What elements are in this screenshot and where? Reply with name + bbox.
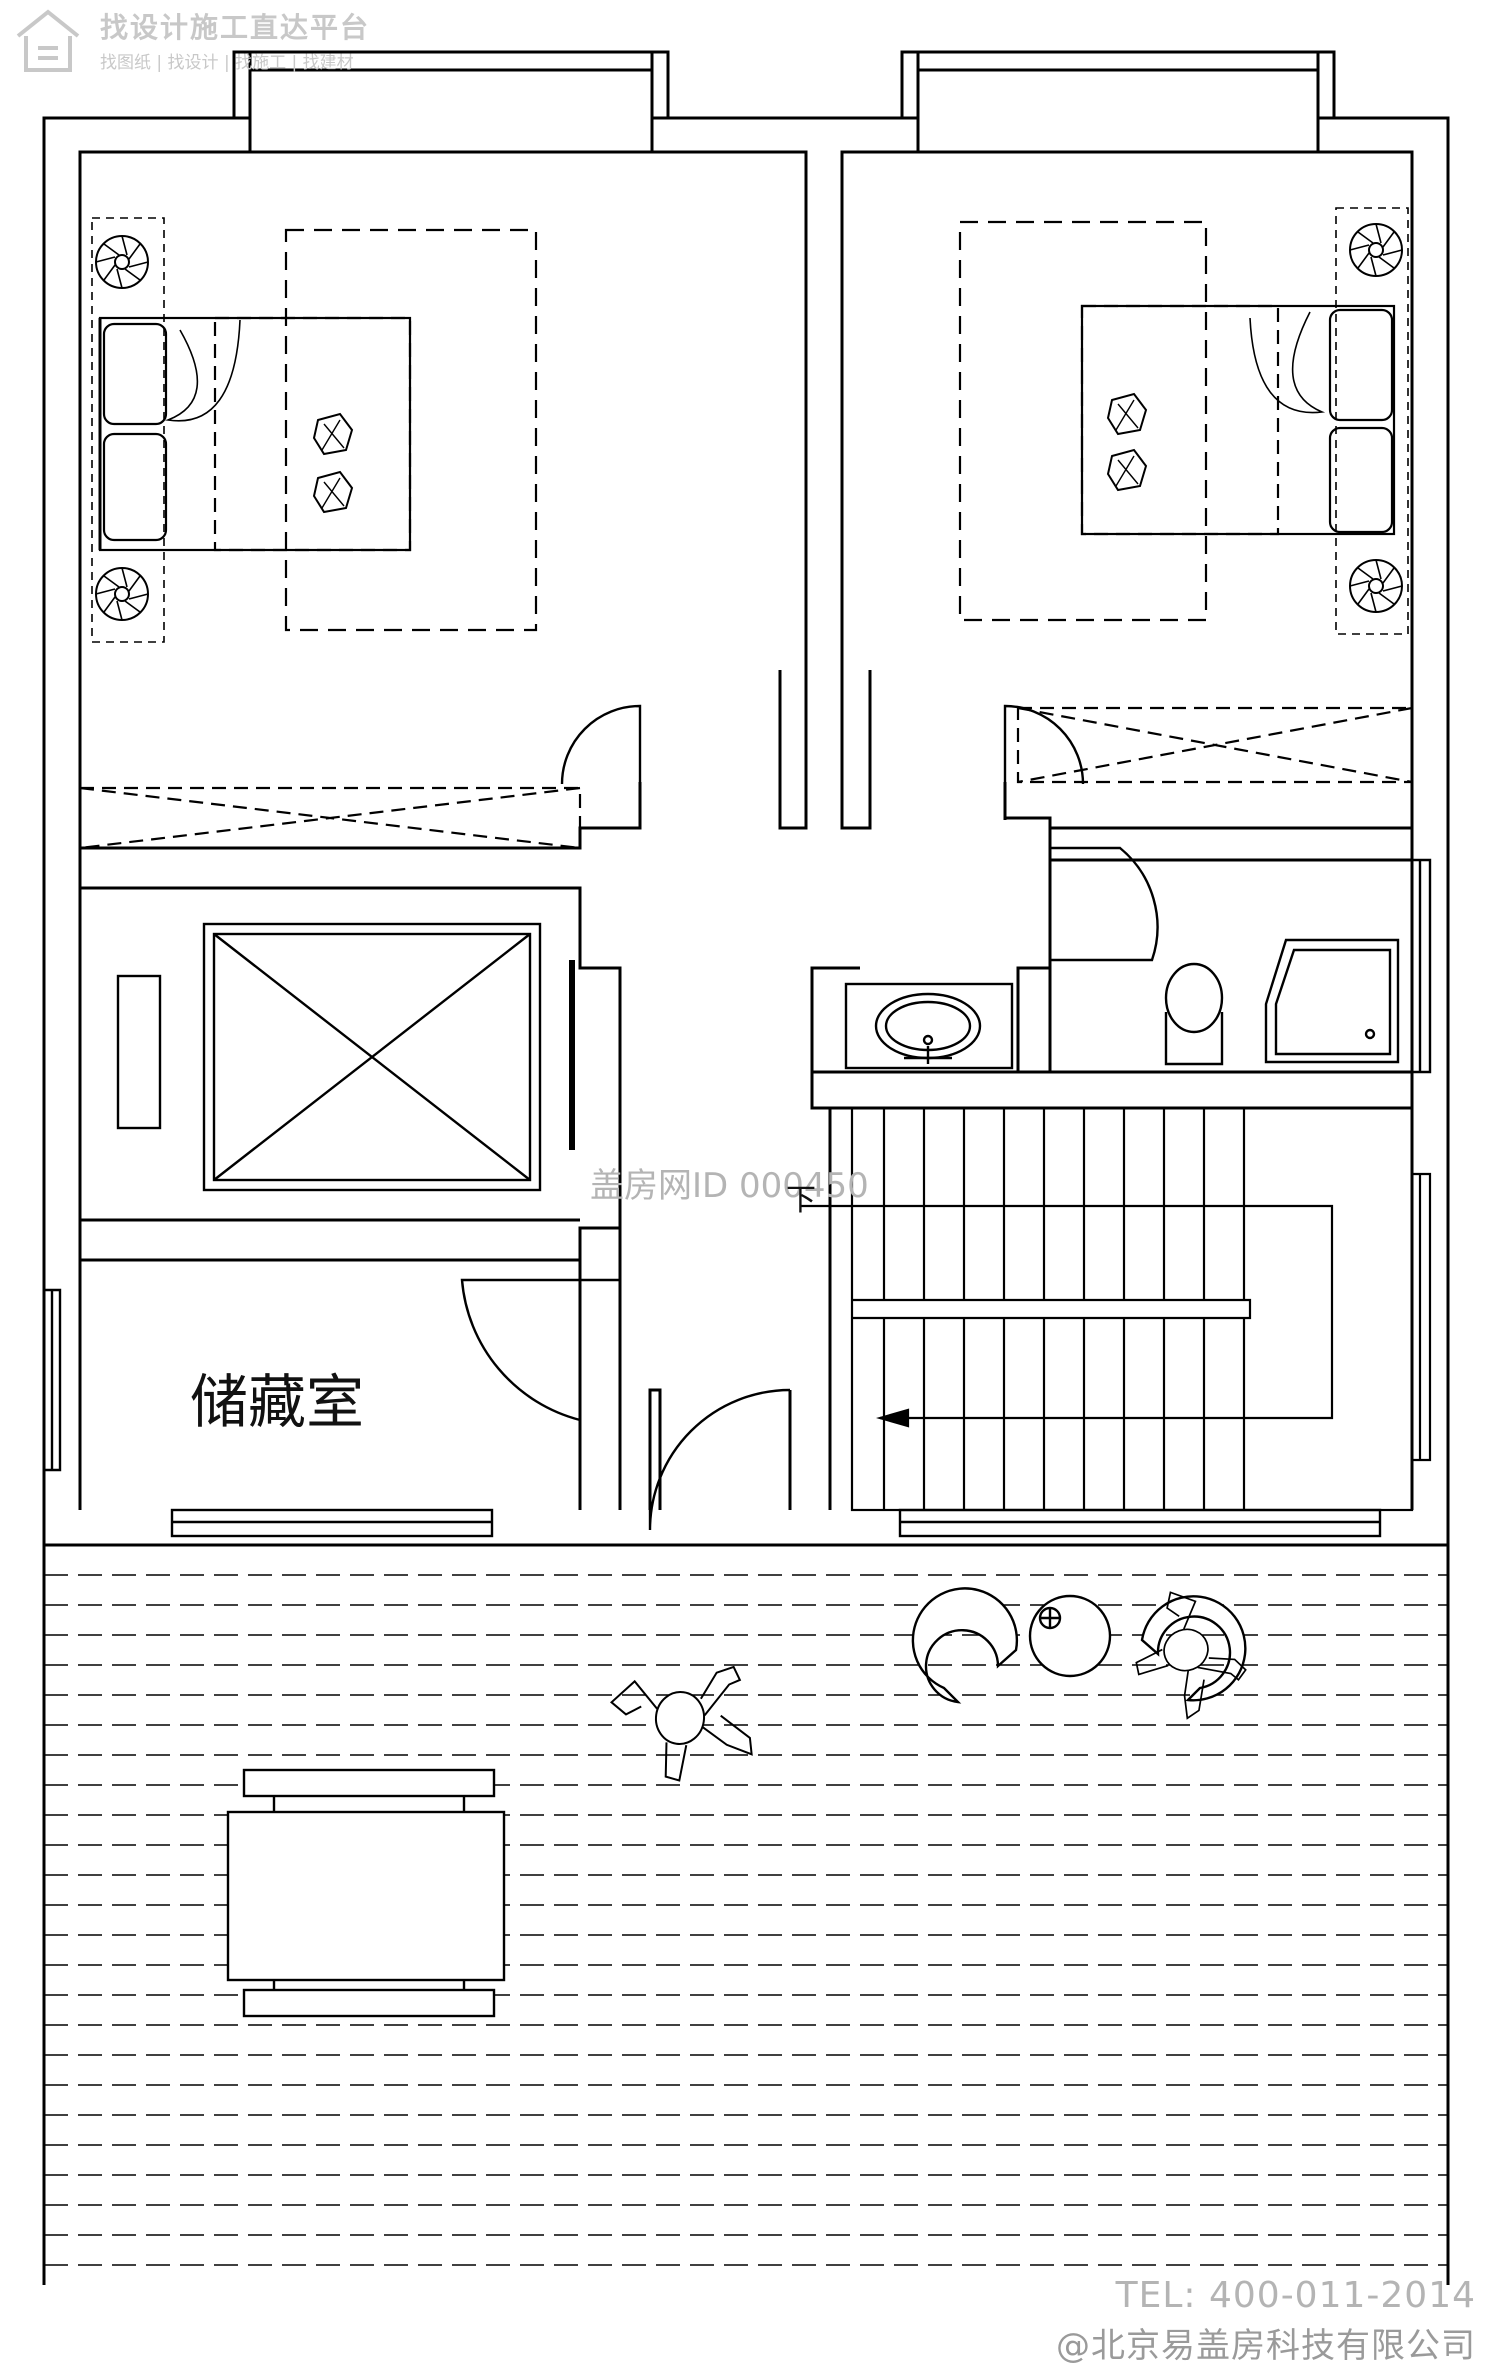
bedroom-left	[78, 217, 582, 850]
room-label-storage: 储藏室	[190, 1368, 365, 1436]
bedroom-right	[958, 207, 1414, 784]
footer-tel: TEL: 400-011-2014	[1115, 2275, 1476, 2316]
elevator	[116, 922, 575, 1192]
watermark-title: 找设计施工直达平台	[100, 11, 371, 44]
terrace-furniture	[226, 1576, 1256, 2018]
interior-walls	[44, 782, 1448, 1547]
bathroom	[844, 858, 1432, 1074]
footer-copyright: @北京易盖房科技有限公司	[1056, 2326, 1476, 2366]
terrace-decking	[42, 1545, 1450, 2285]
terrace-windows	[170, 1508, 1382, 1547]
door-swings	[460, 704, 1159, 1531]
exterior-walls	[42, 50, 1450, 1545]
watermark-subtitle: 找图纸 | 找设计 | 找施工 | 找建材	[100, 53, 354, 73]
watermark-logo	[16, 9, 80, 72]
storage-room	[44, 1288, 62, 1472]
stair-down-label: 下	[786, 1183, 816, 1218]
staircase	[800, 1106, 1432, 1512]
watermark-id: 盖房网ID 000450	[590, 1166, 869, 1206]
